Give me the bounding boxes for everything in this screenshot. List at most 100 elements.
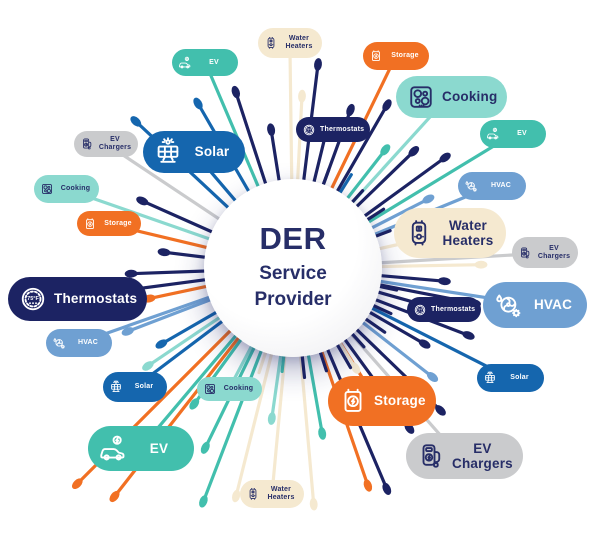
ev-icon xyxy=(486,127,500,141)
spoke-end-dot xyxy=(72,478,83,489)
node-pill-ev: EV xyxy=(172,49,238,76)
node-pill-storage: Storage xyxy=(77,211,141,236)
spoke-end-dot xyxy=(408,146,420,157)
node-pill-storage: Storage xyxy=(363,42,429,70)
water-heater-icon xyxy=(264,36,278,50)
spoke-line xyxy=(348,155,447,229)
spoke-end-dot xyxy=(380,144,391,156)
spoke-end-dot xyxy=(435,405,446,416)
cooking-icon xyxy=(40,182,54,196)
spoke-end-dot xyxy=(426,372,439,382)
spoke-end-dot xyxy=(121,327,134,336)
spoke-end-dot xyxy=(193,97,203,110)
spoke-line xyxy=(351,132,516,234)
node-label: EV Chargers xyxy=(452,440,513,471)
node-pill-ev-chargers: EV Chargers xyxy=(74,131,138,157)
spoke-end-dot xyxy=(130,116,142,127)
node-label: Thermostats xyxy=(431,305,476,313)
spoke-end-dot xyxy=(346,103,355,117)
node-label: Cooking xyxy=(60,185,91,193)
ev-charger-icon xyxy=(518,246,532,260)
center-title: DER xyxy=(259,221,327,257)
spoke-end-dot xyxy=(382,99,392,112)
spoke-end-dot xyxy=(142,361,154,371)
node-pill-solar: Solar xyxy=(143,131,245,173)
thermostat-icon: 75°F xyxy=(413,303,427,317)
node-label: Water Heaters xyxy=(267,486,295,501)
cooking-icon xyxy=(406,82,436,112)
node-pill-thermostats: 75°F Thermostats xyxy=(407,297,482,322)
node-pill-hvac: HVAC xyxy=(46,329,112,357)
node-label: EV Chargers xyxy=(98,136,132,151)
spoke-line xyxy=(234,334,278,498)
node-pill-cooking: Cooking xyxy=(34,175,99,203)
solar-icon xyxy=(153,137,183,167)
node-label: Cooking xyxy=(442,89,498,105)
spoke-end-dot xyxy=(418,339,431,349)
node-pill-ev: EV xyxy=(480,120,546,148)
node-label: Storage xyxy=(374,393,426,409)
hvac-icon xyxy=(464,179,478,193)
node-pill-water-heaters: Water Heaters xyxy=(240,480,304,508)
spoke-line xyxy=(288,41,294,200)
spoke-end-dot xyxy=(136,196,149,206)
node-label: Storage xyxy=(104,219,132,227)
node-label: Solar xyxy=(134,383,154,391)
node-label: EV Chargers xyxy=(537,244,571,260)
thermostat-icon: 75°F xyxy=(18,284,48,314)
storage-icon xyxy=(369,49,383,63)
spoke-end-dot xyxy=(474,260,488,269)
der-service-provider-circle: DER Service Provider xyxy=(204,179,382,357)
spoke-end-dot xyxy=(439,152,451,163)
spoke-end-dot xyxy=(199,495,208,508)
hvac-icon xyxy=(52,336,66,350)
node-pill-hvac: HVAC xyxy=(483,282,587,328)
spoke-end-dot xyxy=(298,89,306,103)
node-pill-ev: EV xyxy=(88,426,194,471)
ev-icon xyxy=(98,434,128,464)
node-pill-solar: Solar xyxy=(103,372,167,402)
spoke-line xyxy=(203,60,268,206)
spoke-end-dot xyxy=(267,412,276,425)
node-pill-hvac: HVAC xyxy=(458,172,526,200)
node-pill-cooking: Cooking xyxy=(396,76,508,118)
spoke-end-dot xyxy=(350,362,361,374)
solar-icon xyxy=(109,380,123,394)
spoke-end-dot xyxy=(382,482,392,495)
node-pill-water-heaters: Water Heaters xyxy=(258,28,322,58)
node-label: Solar xyxy=(194,144,230,160)
node-pill-ev-chargers: EV Chargers xyxy=(406,433,523,479)
ev-charger-icon xyxy=(416,441,446,471)
spoke-end-dot xyxy=(200,441,210,454)
svg-text:75°F: 75°F xyxy=(417,307,423,311)
spoke-line xyxy=(201,331,270,503)
spoke-end-dot xyxy=(318,427,327,440)
node-label: HVAC xyxy=(490,182,512,190)
node-pill-water-heaters: Water Heaters xyxy=(394,208,506,258)
spoke-line xyxy=(297,336,316,506)
thermostat-icon: 75°F xyxy=(302,123,316,137)
spoke-end-dot xyxy=(232,489,241,503)
node-label: HVAC xyxy=(533,297,573,313)
node-pill-solar: Solar xyxy=(477,364,544,392)
water-heater-icon xyxy=(246,487,260,501)
water-heater-icon xyxy=(404,218,434,248)
node-label: Water Heaters xyxy=(442,217,494,248)
node-label: EV xyxy=(209,58,219,66)
spoke-end-dot xyxy=(231,85,241,99)
center-subtitle: Service Provider xyxy=(254,263,332,310)
node-pill-storage: Storage xyxy=(328,376,436,426)
node-label: Solar xyxy=(510,374,529,382)
hvac-icon xyxy=(493,290,523,320)
spoke-end-dot xyxy=(314,58,322,71)
spoke-line xyxy=(104,142,237,231)
ev-charger-icon xyxy=(80,137,94,151)
node-pill-thermostats: 75°F Thermostats xyxy=(296,117,371,142)
node-label: Thermostats xyxy=(320,125,365,133)
solar-icon xyxy=(483,371,497,385)
storage-icon xyxy=(338,386,368,416)
node-label: Water Heaters xyxy=(285,35,313,50)
ev-icon xyxy=(178,56,192,70)
node-pill-ev-chargers: EV Chargers xyxy=(512,237,578,268)
